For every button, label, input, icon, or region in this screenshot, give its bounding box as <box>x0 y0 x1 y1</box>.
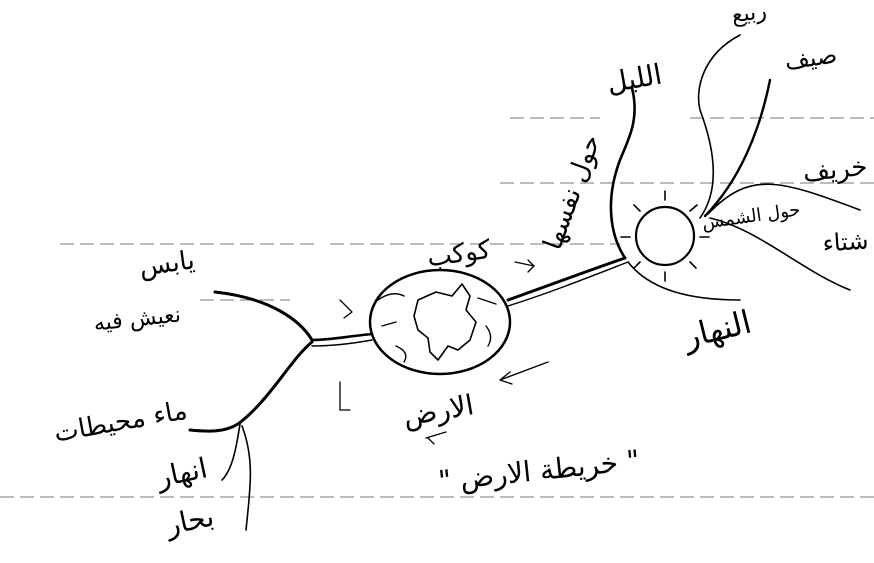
water-label: ماء محيطات <box>52 396 190 449</box>
rivers-label: انهار <box>152 451 210 494</box>
branches <box>188 34 861 531</box>
season-spring-label: ربيع <box>730 0 768 28</box>
season-summer-label: صيف <box>783 41 839 76</box>
orbit-self-label: حول نفسها <box>538 131 607 254</box>
season-winter-label: شتاء <box>822 226 870 257</box>
land-label: يابس <box>137 245 196 282</box>
earth-caption: الارض <box>400 388 476 433</box>
night-label: الليل <box>604 58 664 100</box>
map-title: " خريطة الارض " <box>437 444 641 498</box>
ruled-lines <box>0 117 874 498</box>
day-label: النهار <box>678 303 755 357</box>
seas-label: بحار <box>161 500 217 543</box>
earth-node <box>368 268 512 376</box>
rotation-arrows <box>339 259 549 445</box>
sun-node <box>620 190 710 282</box>
season-autumn-label: خريف <box>801 152 868 189</box>
earth-label: كوكب <box>425 235 493 274</box>
land-sub-label: نعيش فيه <box>93 303 183 337</box>
